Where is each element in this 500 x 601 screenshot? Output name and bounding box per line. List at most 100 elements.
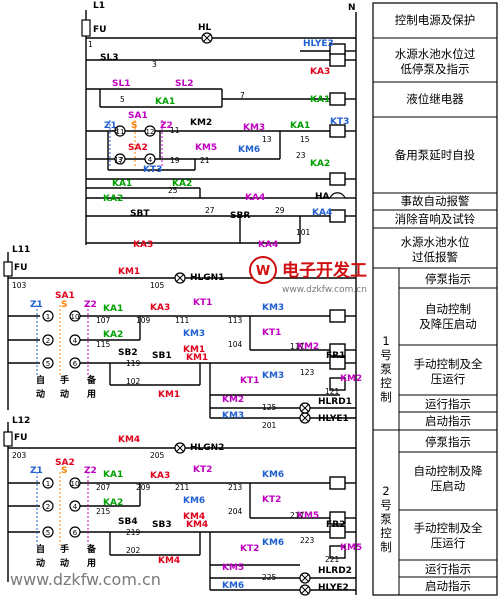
terminal-number: 11 (116, 128, 125, 136)
ka3-coil (329, 53, 346, 67)
bell-icon (329, 192, 346, 199)
section-low-water-stop-l1: 水源水池水位过 (395, 47, 476, 61)
watermark: W 电子开发工 www.dzkfw.com.cn www.dzkfw.com.c… (10, 256, 367, 589)
label-km4-2d: KM4 (158, 556, 180, 566)
label-sa2-top: SA2 (128, 143, 148, 153)
ka1-coil (329, 92, 346, 106)
label-z2-top: Z2 (160, 121, 173, 131)
wire-number: 223 (300, 536, 315, 545)
group-char: 号 (380, 498, 392, 512)
label-bak1b: 备 (86, 543, 97, 555)
label-z1-top: Z1 (104, 121, 117, 131)
wire-number: 115 (96, 340, 111, 349)
terminal-number: 1 (46, 480, 50, 488)
label-ka1-r2: KA1 (310, 95, 330, 105)
terminal-number: 2 (46, 337, 50, 345)
label-ka2-r6: KA2 (172, 179, 192, 189)
label-z1-1: Z1 (30, 300, 43, 310)
label-sl2: SL2 (175, 79, 193, 89)
label-km1-1c: KM1 (186, 353, 208, 363)
section-low-water-stop-l2: 低停泵及指示 (401, 62, 470, 76)
label-ka1-r3: KA1 (290, 121, 310, 131)
km6-coil-2 (329, 476, 346, 490)
section-low-water-alarm-l1: 水源水池水位 (401, 235, 470, 249)
label-hand1b: 手 (60, 543, 69, 555)
label-l11: L11 (12, 245, 30, 255)
wire-number: 207 (96, 483, 111, 492)
terminal-number: 4 (73, 503, 78, 511)
label-km4-a: KM4 (118, 435, 140, 445)
label-sbr: SBR (230, 211, 250, 221)
section-panel (372, 2, 498, 596)
section-fault-alarm: 事故自动报警 (401, 194, 470, 208)
kt3-coil (329, 124, 346, 138)
label-kt2-2d: KT2 (240, 544, 259, 554)
label-hlgn2: HLGN2 (190, 443, 224, 453)
label-ka1-r6: KA1 (112, 179, 132, 189)
label-kt1-1c: KT1 (262, 328, 281, 338)
watermark-url-mid: www.dzkfw.com.cn (282, 285, 367, 295)
label-fu-top: FU (93, 25, 106, 35)
label-km6-r4: KM6 (238, 145, 260, 155)
group-char: 控 (380, 526, 392, 540)
selector-switch-terminals (36, 120, 163, 545)
label-l1: L1 (93, 1, 105, 11)
wire-number: 15 (300, 135, 310, 144)
wire-number: 121 (325, 387, 340, 396)
label-hl-top: HL (198, 23, 212, 33)
wire-number: 205 (150, 451, 165, 460)
watermark-logo-icon (249, 256, 277, 284)
label-km6-2a: KM6 (262, 470, 284, 480)
section-silence-test: 消除音响及试铃 (395, 212, 476, 226)
wire-number: 5 (120, 95, 125, 104)
terminal-number: 4 (148, 156, 153, 164)
label-z1-2: Z1 (30, 466, 43, 476)
label-km5-2d: KM5 (340, 543, 362, 553)
label-bak2b: 用 (86, 558, 96, 569)
ka2-coil (329, 172, 346, 186)
terminal-number: 5 (46, 360, 50, 368)
svg-text:W: W (256, 264, 270, 279)
wire-number: 213 (228, 483, 243, 492)
label-s-2: S (61, 466, 67, 476)
section-p2-auto-l1: 自动控制及降 (414, 464, 483, 478)
label-ka3-2: KA3 (150, 471, 170, 481)
wire-number: 104 (228, 340, 243, 349)
label-ka4-r8: KA4 (312, 208, 332, 218)
label-sb1: SB1 (152, 351, 172, 361)
wire-number: 217 (290, 511, 305, 520)
label-ka1-1: KA1 (103, 304, 123, 314)
wire-number: 23 (296, 151, 306, 160)
label-ka2-r7: KA2 (103, 194, 123, 204)
wire-number: 109 (136, 316, 151, 325)
label-km2-r3: KM2 (190, 118, 212, 128)
section-p1-auto-l1: 自动控制 (425, 302, 471, 316)
label-km5-2e: KM5 (222, 563, 244, 573)
label-km1-a: KM1 (118, 267, 140, 277)
label-z2-2: Z2 (84, 466, 97, 476)
section-p1-run: 运行指示 (425, 397, 471, 411)
label-kt3: KT3 (330, 117, 349, 127)
label-km3-1b: KM3 (183, 329, 205, 339)
watermark-brand: 电子开发工 (282, 260, 367, 281)
label-bak2: 用 (86, 389, 96, 400)
wire-number: 17 (114, 156, 124, 165)
wire-number: 113 (228, 316, 243, 325)
group-char: 控 (380, 376, 392, 390)
km3-coil-1 (329, 309, 346, 323)
label-km6-2d: KM6 (262, 538, 284, 548)
label-ka1-2: KA1 (103, 470, 123, 480)
terminal-number: 10 (71, 480, 80, 488)
label-sa1-1: SA1 (55, 291, 75, 301)
label-ka2-1: KA2 (103, 330, 123, 340)
label-ka3-r9: KA3 (133, 240, 153, 250)
terminal-number: 12 (146, 128, 155, 136)
label-km3-1a: KM3 (262, 303, 284, 313)
label-km6-2f: KM6 (222, 581, 244, 591)
label-ha: HA (315, 192, 330, 202)
wire-number: 221 (325, 555, 340, 564)
label-km6-2b: KM6 (183, 496, 205, 506)
